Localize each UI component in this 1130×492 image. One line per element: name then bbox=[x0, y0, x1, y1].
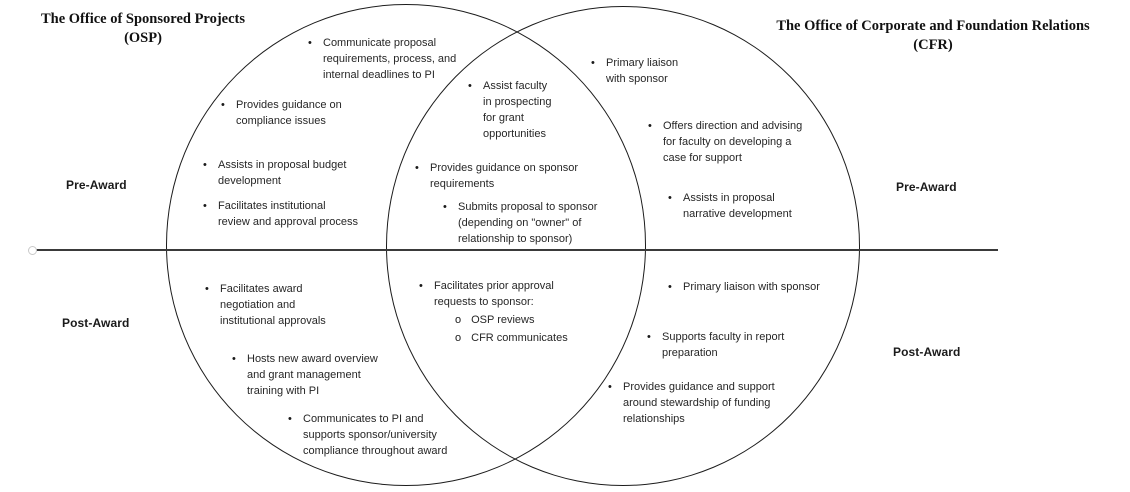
osp-title-name: The Office of Sponsored Projects bbox=[40, 11, 246, 27]
list-item-cfr-pre: • Assists in proposal narrative developm… bbox=[668, 190, 792, 222]
phase-label-right-pre-award: Pre-Award bbox=[896, 180, 957, 194]
cfr-title-abbr: (CFR) bbox=[913, 37, 953, 53]
list-item-shared-pre: • Provides guidance on sponsor requireme… bbox=[415, 160, 578, 192]
phase-label-left-pre-award: Pre-Award bbox=[66, 178, 127, 192]
cfr-title-name: The Office of Corporate and Foundation R… bbox=[776, 18, 1090, 34]
bullet-icon: • bbox=[415, 162, 419, 174]
list-item-text: Facilitates award negotiation and instit… bbox=[220, 283, 326, 327]
list-item-osp-pre: • Communicate proposal requirements, pro… bbox=[308, 35, 456, 83]
list-item-text: Communicate proposal requirements, proce… bbox=[323, 37, 457, 81]
list-item-cfr-pre: • Offers direction and advising for facu… bbox=[648, 118, 802, 166]
bullet-icon: • bbox=[205, 283, 209, 295]
list-item-cfr-post: • Primary liaison with sponsor bbox=[668, 279, 820, 295]
cfr-title: The Office of Corporate and Foundation R… bbox=[737, 17, 1129, 55]
bullet-icon: • bbox=[591, 57, 595, 69]
bullet-icon: • bbox=[203, 200, 207, 212]
sub-bullet-icon: o bbox=[455, 332, 462, 344]
sub-bullet-icon: o bbox=[455, 314, 462, 326]
sub-list-item: o OSP reviews bbox=[455, 312, 568, 328]
list-item-shared-pre: • Assist faculty in prospecting for gran… bbox=[468, 78, 552, 142]
bullet-icon: • bbox=[203, 159, 207, 171]
list-item-osp-pre: • Provides guidance on compliance issues bbox=[221, 97, 342, 129]
sub-list-item-text: CFR communicates bbox=[471, 332, 568, 344]
list-item-cfr-post: • Provides guidance and support around s… bbox=[608, 379, 775, 427]
list-item-text: Provides guidance and support around ste… bbox=[623, 381, 775, 425]
bullet-icon: • bbox=[647, 331, 651, 343]
list-item-text: Facilitates prior approval requests to s… bbox=[434, 280, 554, 308]
bullet-icon: • bbox=[468, 80, 472, 92]
list-item-text: Assists in proposal budget development bbox=[218, 159, 347, 187]
cfr-circle bbox=[386, 6, 860, 486]
bullet-icon: • bbox=[668, 281, 672, 293]
list-item-text: Facilitates institutional review and app… bbox=[218, 200, 359, 228]
list-item-text: Primary liaison with sponsor bbox=[683, 281, 820, 293]
sub-list-item-text: OSP reviews bbox=[471, 314, 535, 326]
bullet-icon: • bbox=[608, 381, 612, 393]
bullet-icon: • bbox=[308, 37, 312, 49]
phase-label-right-post-award: Post-Award bbox=[893, 345, 961, 359]
list-item-text: Offers direction and advising for facult… bbox=[663, 120, 803, 164]
list-item-text: Primary liaison with sponsor bbox=[606, 57, 679, 85]
list-item-cfr-pre: • Primary liaison with sponsor bbox=[591, 55, 678, 87]
list-item-shared-pre: • Submits proposal to sponsor (depending… bbox=[443, 199, 597, 247]
list-item-text: Assists in proposal narrative developmen… bbox=[683, 192, 792, 220]
list-item-text: Assist faculty in prospecting for grant … bbox=[483, 80, 552, 140]
award-phase-divider-line bbox=[33, 249, 998, 251]
bullet-icon: • bbox=[232, 353, 236, 365]
bullet-icon: • bbox=[221, 99, 225, 111]
list-item-shared-post: • Facilitates prior approval requests to… bbox=[419, 278, 568, 346]
list-item-osp-post: • Communicates to PI and supports sponso… bbox=[288, 411, 447, 459]
bullet-icon: • bbox=[443, 201, 447, 213]
list-item-text: Hosts new award overview and grant manag… bbox=[247, 353, 378, 397]
osp-title-abbr: (OSP) bbox=[124, 30, 162, 46]
bullet-icon: • bbox=[668, 192, 672, 204]
list-item-text: Supports faculty in report preparation bbox=[662, 331, 785, 359]
list-item-text: Submits proposal to sponsor (depending o… bbox=[458, 201, 598, 245]
list-item-osp-post: • Facilitates award negotiation and inst… bbox=[205, 281, 326, 329]
divider-endpoint-dot bbox=[28, 246, 37, 255]
bullet-icon: • bbox=[288, 413, 292, 425]
sub-list-item: o CFR communicates bbox=[455, 330, 568, 346]
list-item-cfr-post: • Supports faculty in report preparation bbox=[647, 329, 784, 361]
bullet-icon: • bbox=[419, 280, 423, 292]
list-item-osp-post: • Hosts new award overview and grant man… bbox=[232, 351, 378, 399]
list-item-body: Facilitates prior approval requests to s… bbox=[434, 278, 568, 346]
list-item-text: Provides guidance on compliance issues bbox=[236, 99, 342, 127]
phase-label-left-post-award: Post-Award bbox=[62, 316, 130, 330]
osp-title: The Office of Sponsored Projects (OSP) bbox=[8, 10, 278, 48]
list-item-osp-pre: • Facilitates institutional review and a… bbox=[203, 198, 358, 230]
bullet-icon: • bbox=[648, 120, 652, 132]
list-item-osp-pre: • Assists in proposal budget development bbox=[203, 157, 346, 189]
list-item-text: Communicates to PI and supports sponsor/… bbox=[303, 413, 448, 457]
list-item-text: Provides guidance on sponsor requirement… bbox=[430, 162, 578, 190]
